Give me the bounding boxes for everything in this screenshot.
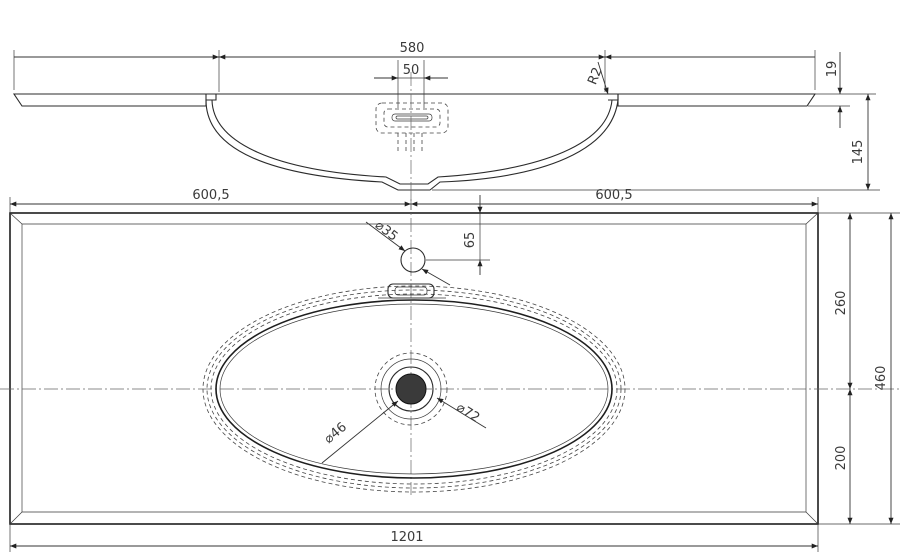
tap-hole <box>400 247 426 273</box>
dim-19-label: 19 <box>825 61 840 78</box>
dim-600-5-left-label: 600,5 <box>192 188 229 203</box>
slab-right-section <box>617 93 817 107</box>
basin <box>202 285 626 493</box>
dim-50-label: 50 <box>403 63 420 78</box>
dim-145-label: 145 <box>851 140 866 165</box>
overflow-slot <box>378 283 446 299</box>
dim-drain-ring-label: ⌀72 <box>454 400 483 426</box>
plan-view: 600,5 600,5 ⌀35 65 <box>0 188 900 552</box>
dim-600-5-right-label: 600,5 <box>595 188 632 203</box>
drain-section <box>375 102 449 152</box>
dim-460-label: 460 <box>874 366 889 391</box>
dim-tap-hole-label: ⌀35 <box>372 218 400 245</box>
slab-left-section <box>12 93 207 107</box>
dim-260-label: 260 <box>834 291 849 316</box>
dim-1201-label: 1201 <box>390 530 423 545</box>
section-view: 580 50 R2 19 145 <box>12 41 880 210</box>
countertop-outline <box>9 212 819 525</box>
drain <box>374 352 448 426</box>
dim-r2-label: R2 <box>585 65 605 87</box>
dim-drain-hole-label: ⌀46 <box>322 420 350 447</box>
bowl-section <box>205 99 619 191</box>
dim-65-label: 65 <box>463 232 478 249</box>
dim-580-label: 580 <box>400 41 425 56</box>
dim-200-label: 200 <box>834 446 849 471</box>
